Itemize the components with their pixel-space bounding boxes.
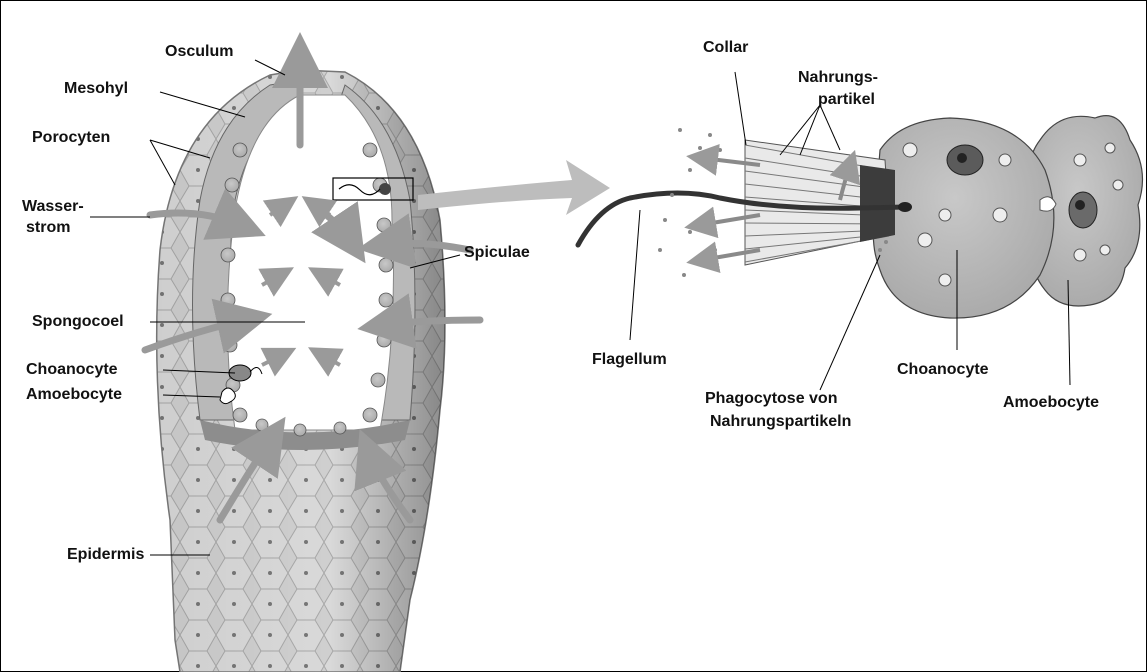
- sponge-body: [145, 60, 480, 672]
- label-amoebocyte-right: Amoebocyte: [1003, 393, 1099, 412]
- label-amoebocyte-left: Amoebocyte: [26, 385, 122, 404]
- label-wasserstrom-line1: Wasser-: [22, 197, 84, 216]
- label-phagocytose-line2: Nahrungspartikeln: [710, 412, 851, 431]
- label-phagocytose-line1: Phagocytose von: [705, 389, 837, 408]
- label-porocyten: Porocyten: [32, 128, 110, 147]
- label-spongocoel: Spongocoel: [32, 312, 124, 331]
- zoom-arrow: [418, 160, 610, 215]
- label-choanocyte-right: Choanocyte: [897, 360, 989, 379]
- magnified-cells: [578, 116, 1143, 318]
- label-choanocyte-left: Choanocyte: [26, 360, 118, 379]
- label-nahrungspartikel-line2: partikel: [818, 90, 875, 109]
- label-wasserstrom-line2: strom: [26, 218, 70, 237]
- label-epidermis: Epidermis: [67, 545, 144, 564]
- label-osculum: Osculum: [165, 42, 233, 61]
- label-flagellum: Flagellum: [592, 350, 667, 369]
- label-collar: Collar: [703, 38, 748, 57]
- label-spiculae: Spiculae: [464, 243, 530, 262]
- label-mesohyl: Mesohyl: [64, 79, 128, 98]
- label-nahrungspartikel-line1: Nahrungs-: [798, 68, 878, 87]
